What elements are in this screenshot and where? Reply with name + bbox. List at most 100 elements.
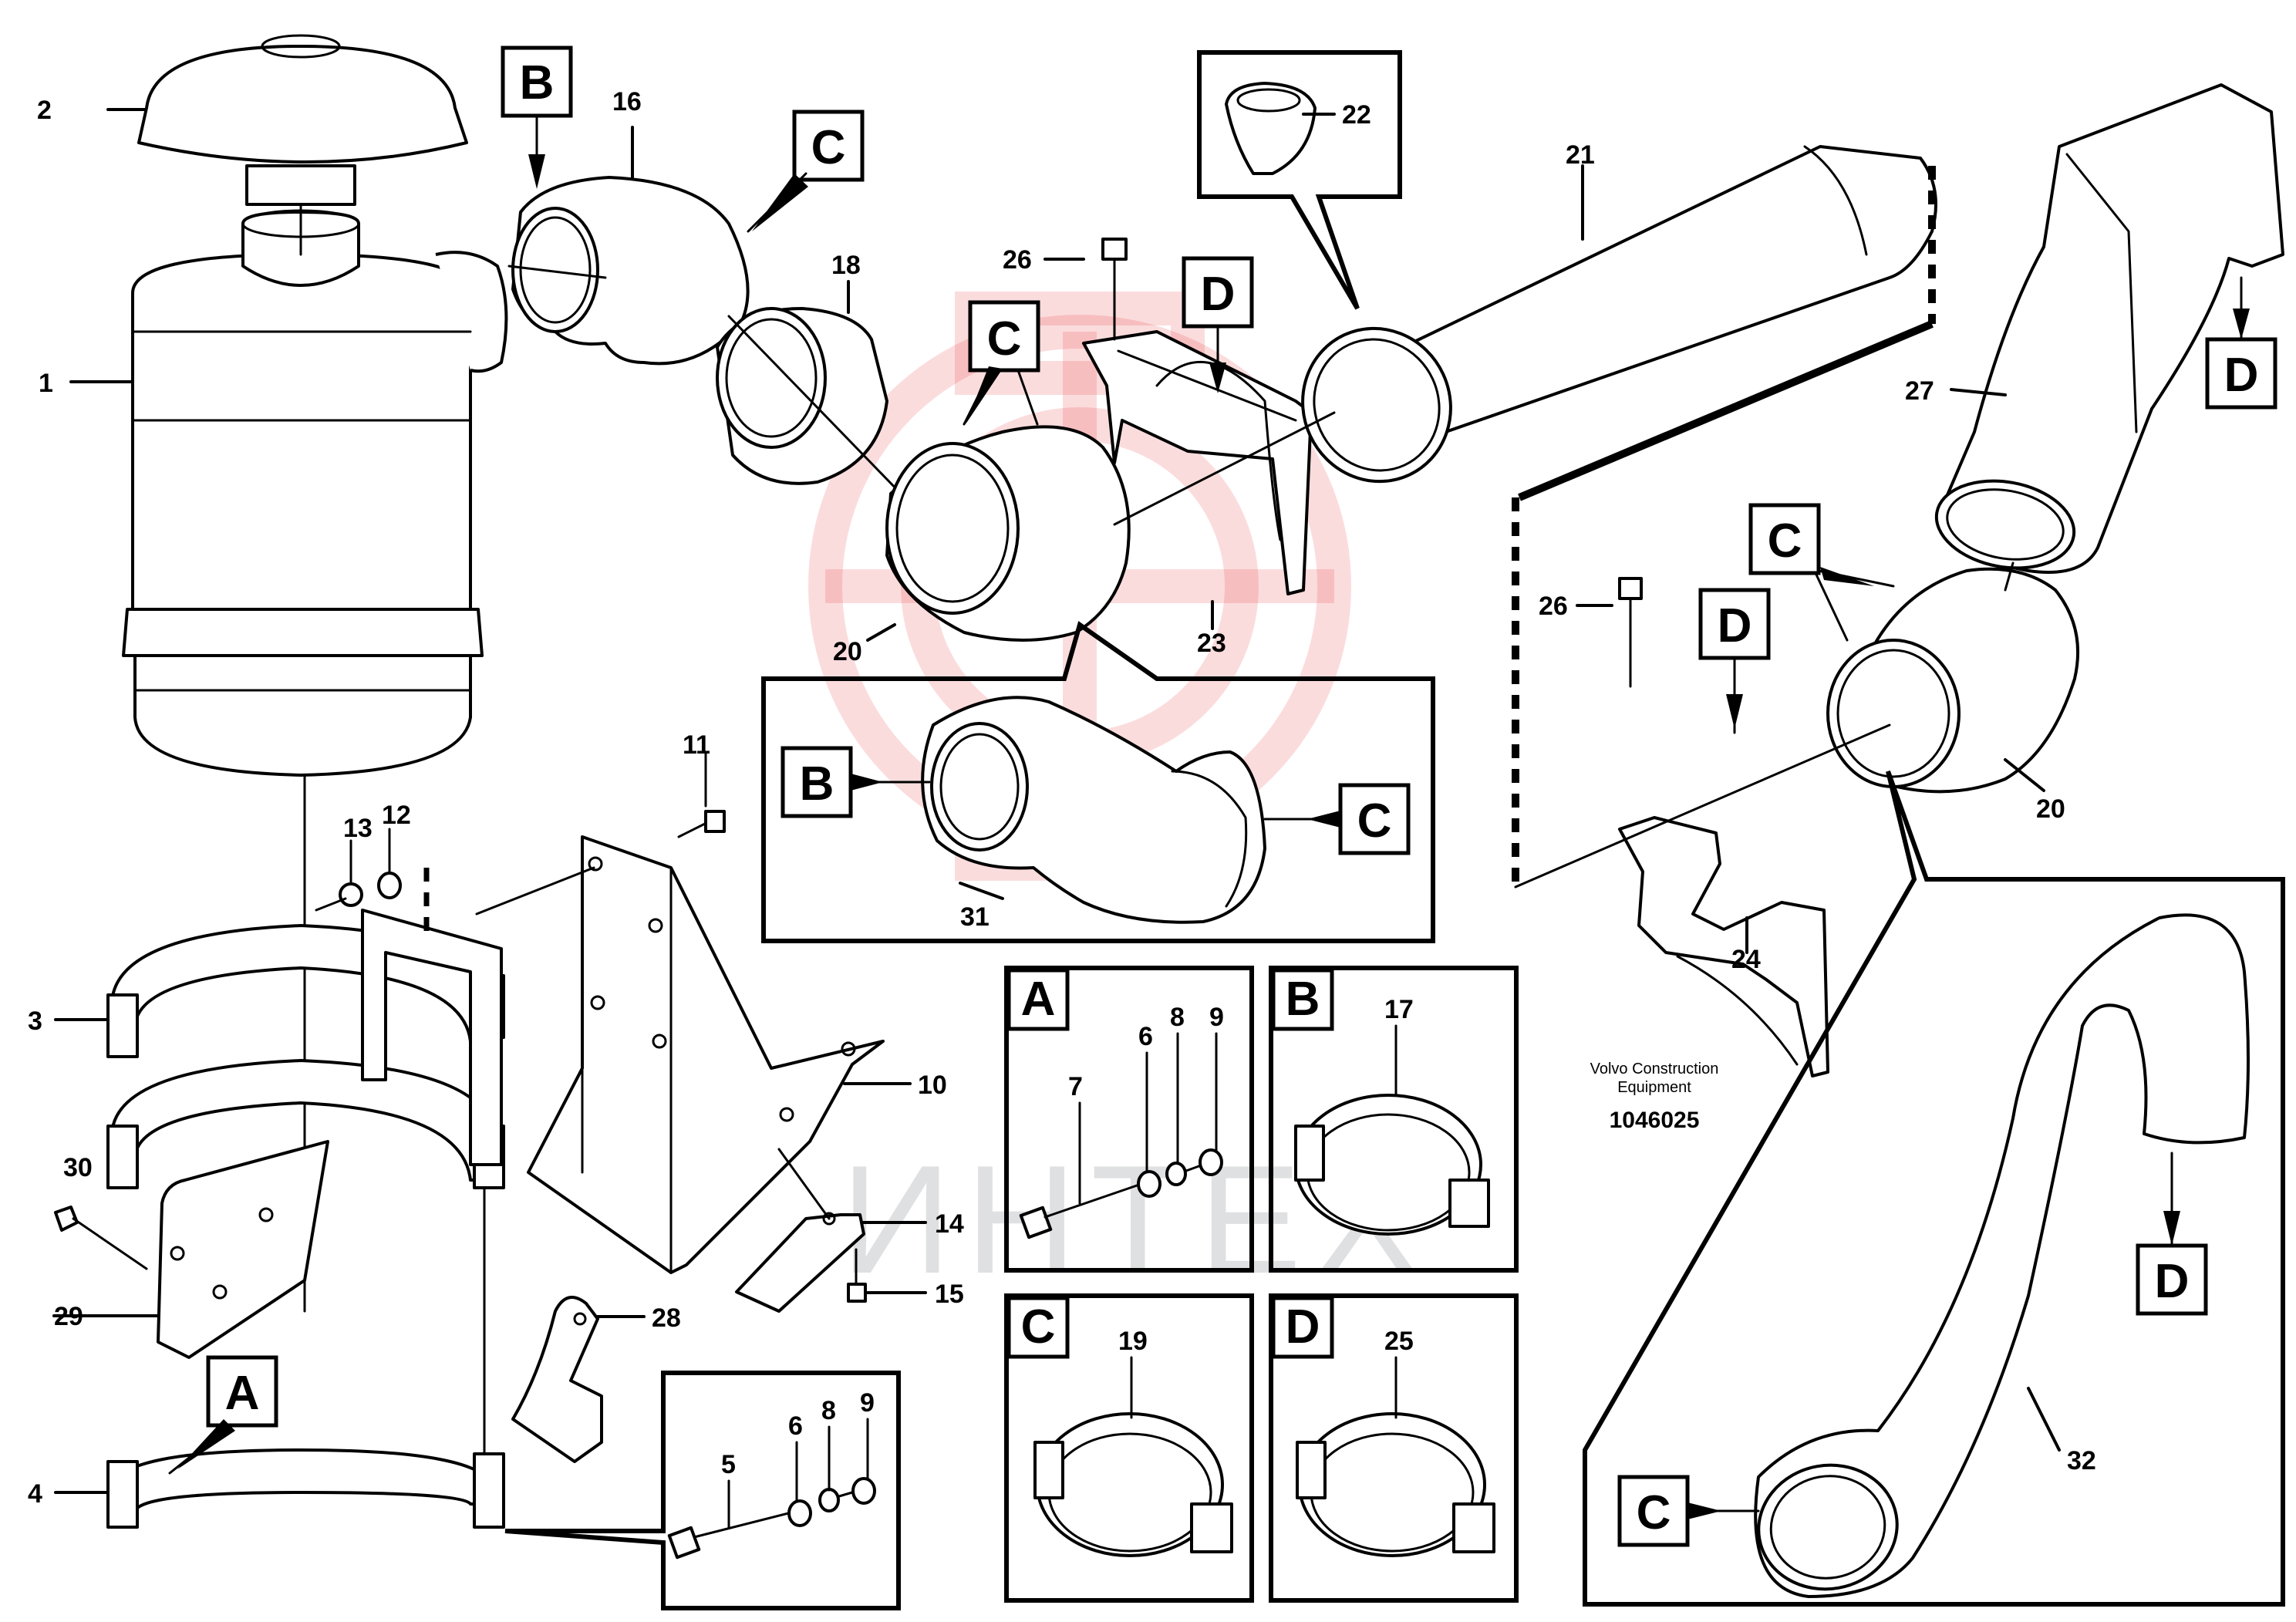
part-21-tube xyxy=(1301,145,1937,484)
part-26-bolt-upper xyxy=(1101,238,1128,341)
hardware-5-bolt xyxy=(667,1477,876,1560)
svg-text:D: D xyxy=(1286,1300,1320,1354)
part-18-coupling xyxy=(716,307,888,485)
label-7-a: 7 xyxy=(1068,1072,1083,1101)
detail-d-header: D xyxy=(1271,1296,1334,1359)
svg-text:A: A xyxy=(225,1367,260,1420)
part-10-bracket xyxy=(527,835,885,1274)
label-18: 18 xyxy=(831,251,861,280)
label-16: 16 xyxy=(612,87,642,116)
part-29-plate xyxy=(157,1140,329,1359)
detail-box-a xyxy=(1004,966,1254,1273)
callout-d-24: D xyxy=(1698,588,1771,734)
callout-d-32: D xyxy=(2136,1152,2208,1316)
part-14-plate xyxy=(735,1212,865,1313)
part-24-bracket xyxy=(1618,816,1829,1077)
callout-d-27: D xyxy=(2205,276,2277,410)
manufacturer-line2: Equipment xyxy=(1617,1079,1691,1096)
part-20-elbow-right xyxy=(1826,567,2080,794)
part-13-nut xyxy=(315,839,363,912)
label-31: 31 xyxy=(960,902,990,932)
label-8-b: 8 xyxy=(821,1396,836,1425)
part-1-air-cleaner xyxy=(122,209,508,777)
svg-text:C: C xyxy=(1768,514,1802,568)
label-9-a: 9 xyxy=(1209,1003,1224,1032)
svg-text:C: C xyxy=(811,121,846,174)
callout-b-31: B xyxy=(781,746,931,818)
svg-text:D: D xyxy=(1718,599,1752,653)
svg-text:D: D xyxy=(2224,349,2259,402)
callout-c-31: C xyxy=(1263,783,1411,855)
label-9-b: 9 xyxy=(860,1388,875,1418)
label-6-b: 6 xyxy=(788,1411,803,1441)
detail-b-header: B xyxy=(1271,968,1334,1031)
label-12: 12 xyxy=(382,801,411,830)
svg-text:B: B xyxy=(1286,973,1320,1026)
detail-box-b xyxy=(1269,966,1519,1273)
part-numbers: 2 1 3 4 30 29 13 12 11 10 14 15 28 16 18… xyxy=(28,87,2096,1509)
part-11-bolt xyxy=(677,750,726,838)
label-26-lower: 26 xyxy=(1539,592,1568,621)
hardware-7-bolt xyxy=(1019,1148,1223,1239)
label-20-right: 20 xyxy=(2036,794,2065,824)
svg-text:B: B xyxy=(800,757,834,811)
svg-text:C: C xyxy=(987,312,1022,366)
svg-text:C: C xyxy=(1357,794,1392,848)
inset-32-frame xyxy=(1583,770,2285,1607)
label-29: 29 xyxy=(54,1302,83,1331)
callout-c-16: C xyxy=(747,110,865,233)
hardware-25-clamp xyxy=(1296,1412,1495,1557)
label-13: 13 xyxy=(343,814,373,843)
label-20-left: 20 xyxy=(833,637,862,666)
detail-c-header: C xyxy=(1006,1296,1070,1359)
label-8-a: 8 xyxy=(1170,1003,1185,1032)
label-11: 11 xyxy=(683,730,710,760)
label-19: 19 xyxy=(1118,1327,1148,1356)
part-4-clamp xyxy=(106,1448,505,1529)
label-25: 25 xyxy=(1384,1327,1414,1356)
part-15-bolt xyxy=(847,1248,867,1303)
label-14: 14 xyxy=(935,1209,964,1239)
label-4: 4 xyxy=(28,1479,42,1509)
callout-c-32: C xyxy=(1617,1475,1760,1547)
part-32-hose xyxy=(1754,913,2250,1598)
part-30-bolt xyxy=(54,1206,148,1270)
part-27-duct xyxy=(1934,83,2284,574)
inset-31-frame xyxy=(761,621,1435,943)
svg-text:B: B xyxy=(520,56,555,110)
detail-box-a-lower xyxy=(504,1371,901,1610)
label-5: 5 xyxy=(721,1450,736,1479)
hardware-19-clamp xyxy=(1033,1412,1233,1557)
part-22-clip xyxy=(1225,82,1317,175)
svg-text:C: C xyxy=(1021,1300,1056,1354)
part-31-hose xyxy=(921,696,1266,924)
manufacturer-line1: Volvo Construction xyxy=(1590,1061,1719,1077)
label-15: 15 xyxy=(935,1280,964,1309)
label-2: 2 xyxy=(37,96,52,125)
svg-text:A: A xyxy=(1021,973,1056,1026)
svg-text:D: D xyxy=(1201,268,1236,321)
callout-d-23: D xyxy=(1182,256,1254,393)
part-2-cap xyxy=(137,34,468,206)
label-1: 1 xyxy=(39,369,53,398)
callout-c-20: C xyxy=(963,300,1040,426)
callout-b-16: B xyxy=(501,46,573,189)
svg-text:D: D xyxy=(2155,1255,2190,1308)
label-30: 30 xyxy=(63,1153,93,1182)
part-28-bracket xyxy=(511,1296,603,1463)
part-12-washer xyxy=(377,828,402,899)
callout-c-20-right: C xyxy=(1748,503,1895,642)
drawing-number: 1046025 xyxy=(1610,1108,1700,1133)
detail-a-header: A xyxy=(1006,968,1070,1031)
label-24: 24 xyxy=(1731,945,1761,974)
part-16-elbow xyxy=(511,176,750,366)
inset-22-frame xyxy=(1197,50,1402,310)
label-22: 22 xyxy=(1342,100,1371,130)
svg-text:C: C xyxy=(1637,1486,1671,1539)
label-26-upper: 26 xyxy=(1003,245,1032,275)
label-17: 17 xyxy=(1384,995,1414,1024)
label-3: 3 xyxy=(28,1007,42,1036)
callout-a-4: A xyxy=(168,1355,278,1475)
label-28: 28 xyxy=(652,1303,681,1333)
